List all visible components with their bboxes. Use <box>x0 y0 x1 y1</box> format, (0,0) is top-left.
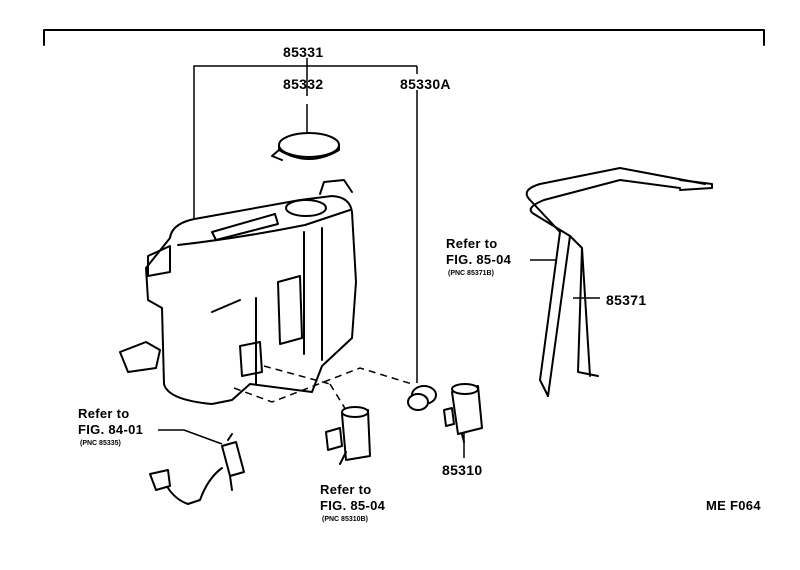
washer-pump-motor <box>443 383 483 443</box>
reference-fig-84-01-pnc: (PNC 85335) <box>80 440 121 447</box>
label-figure-code: ME F064 <box>706 498 761 513</box>
reference-fig-85-04-pump-pnc: (PNC 85310B) <box>322 516 368 523</box>
label-cap: 85332 <box>283 76 324 92</box>
washer-tank <box>119 179 357 405</box>
label-cap-assembly: 85331 <box>283 44 324 60</box>
page-border-bracket <box>43 29 765 46</box>
reference-fig-85-04-hose-line1: Refer to <box>446 236 498 251</box>
leader-lines <box>158 58 600 458</box>
reference-fig-85-04-hose-line2: FIG. 85-04 <box>446 252 512 267</box>
washer-hose <box>525 167 713 397</box>
assembly-dashed-lines <box>233 365 413 411</box>
reference-fig-85-04-pump-line1: Refer to <box>320 482 372 497</box>
label-hose: 85371 <box>606 292 647 308</box>
reference-fig-84-01-line2: FIG. 84-01 <box>78 422 144 437</box>
label-motor-pump: 85310 <box>442 462 483 478</box>
grommet <box>407 385 437 411</box>
washer-pump-motor-reference <box>325 406 371 465</box>
reference-fig-85-04-hose-pnc: (PNC 85371B) <box>448 270 494 277</box>
reservoir-cap <box>271 132 340 161</box>
label-grommet: 85330A <box>400 76 451 92</box>
reference-fig-84-01-line1: Refer to <box>78 406 130 421</box>
reference-fig-85-04-pump-line2: FIG. 85-04 <box>320 498 386 513</box>
level-sensor <box>149 433 245 505</box>
